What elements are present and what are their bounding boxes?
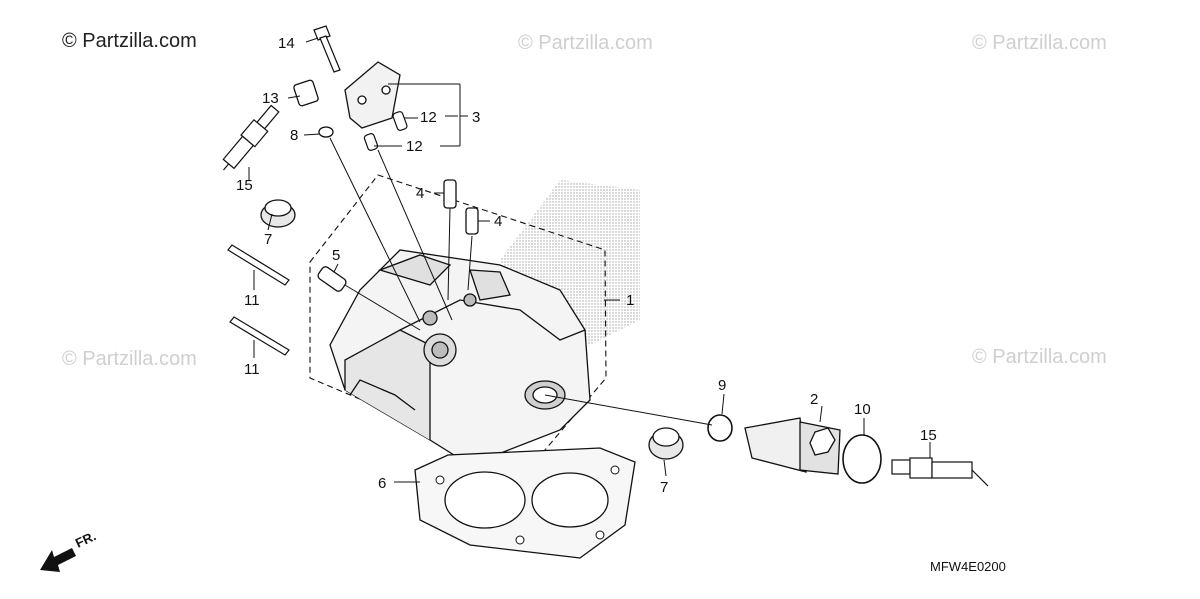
watermark-faint: © Partzilla.com <box>972 346 1107 368</box>
callout-14: 14 <box>278 35 295 52</box>
dowel-pin <box>465 207 479 235</box>
head-gasket <box>414 447 636 559</box>
stud-bolt <box>227 244 290 286</box>
callout-3: 3 <box>472 109 480 126</box>
callout-6: 6 <box>378 475 386 492</box>
callout-10: 10 <box>854 401 871 418</box>
callout-1: 1 <box>626 292 634 309</box>
watermark-faint: © Partzilla.com <box>62 348 197 370</box>
callout-12: 12 <box>420 109 437 126</box>
watermark-copyright: © Partzilla.com <box>62 30 197 52</box>
leader-lines <box>248 37 931 483</box>
cylinder-head <box>329 249 591 466</box>
spark-plug <box>891 457 989 487</box>
callout-9: 9 <box>718 377 726 394</box>
callout-4: 4 <box>416 185 424 202</box>
watermark-faint: © Partzilla.com <box>972 32 1107 54</box>
callout-4: 4 <box>494 213 502 230</box>
dowel-pin <box>317 266 347 292</box>
callout-8: 8 <box>290 127 298 144</box>
stud-bolt <box>229 316 290 356</box>
cam-holder <box>344 61 401 129</box>
front-direction-arrow: FR. <box>40 528 98 572</box>
dowel-pin <box>392 111 408 131</box>
dowel-pin <box>363 133 379 151</box>
sleeve <box>744 417 841 475</box>
plug-cap <box>260 199 296 228</box>
dowel-pin <box>443 179 457 209</box>
o-ring <box>707 414 733 442</box>
plug-cap <box>648 427 684 460</box>
callout-5: 5 <box>332 247 340 264</box>
callout-7: 7 <box>660 479 668 496</box>
callout-12: 12 <box>406 138 423 155</box>
watermark-faint: © Partzilla.com <box>518 32 653 54</box>
direction-label: FR. <box>73 528 98 550</box>
sealing-washer <box>318 126 334 138</box>
dowel-pin <box>293 79 319 107</box>
o-ring <box>842 434 882 484</box>
callout-2: 2 <box>810 391 818 408</box>
callout-11: 11 <box>244 292 260 309</box>
callout-15: 15 <box>920 427 937 444</box>
diagram-code: MFW4E0200 <box>930 559 1006 574</box>
callout-11: 11 <box>244 361 260 378</box>
callout-13: 13 <box>262 90 279 107</box>
callout-7: 7 <box>264 231 272 248</box>
bolt <box>313 25 341 73</box>
callout-15: 15 <box>236 177 253 194</box>
spark-plug <box>222 104 280 171</box>
assembly-outline <box>309 174 607 471</box>
